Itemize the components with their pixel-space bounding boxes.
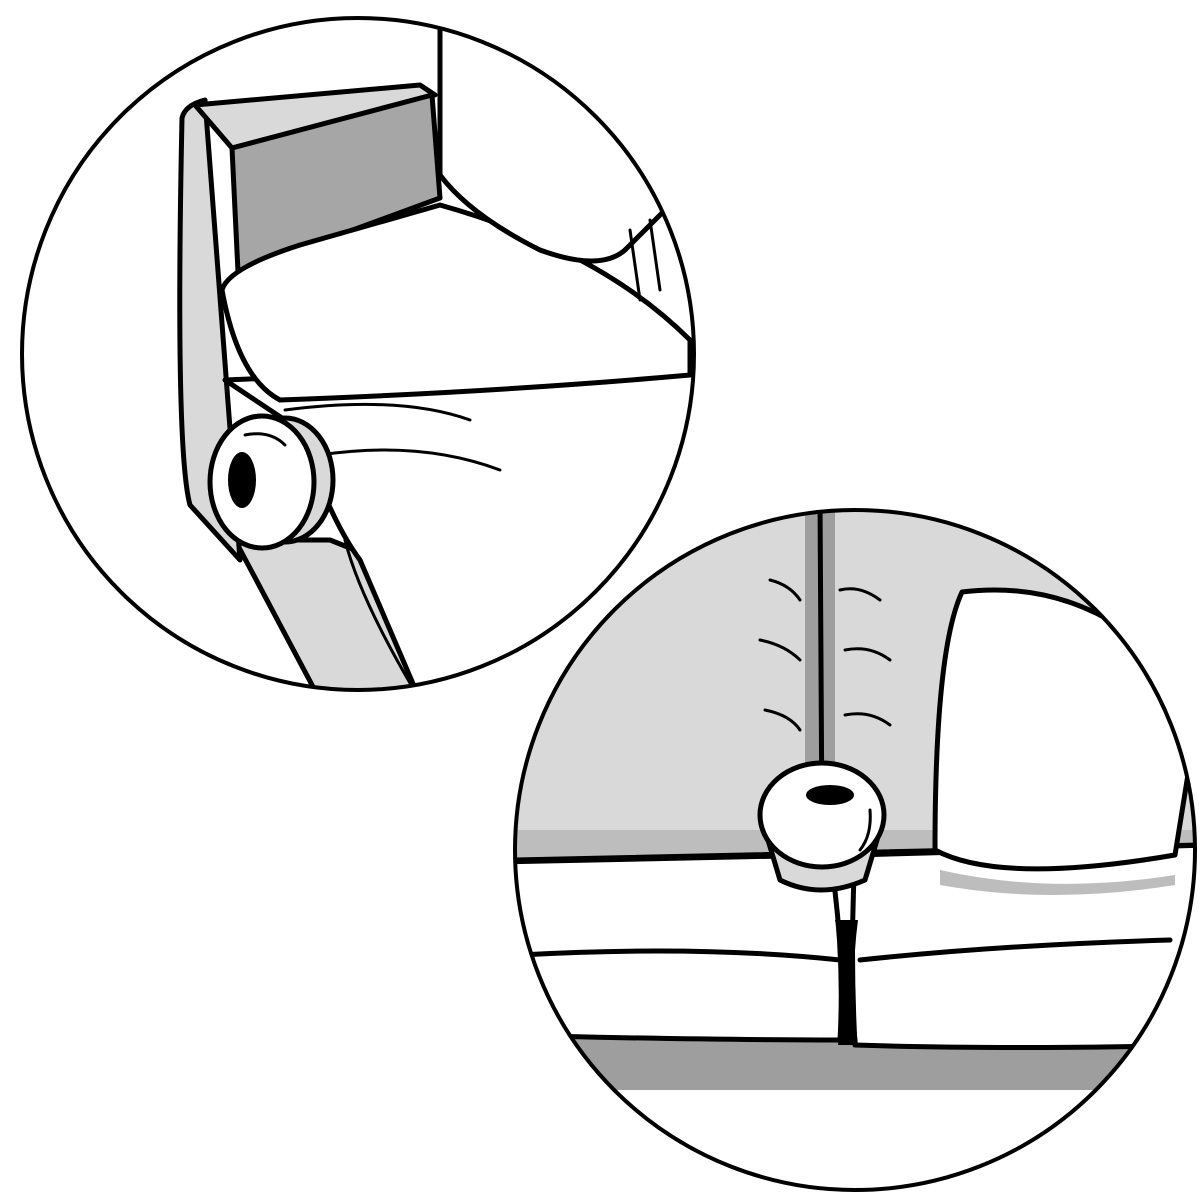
armchair-cushion bbox=[219, 202, 693, 403]
cushion-crack bbox=[835, 920, 858, 1045]
sofa-pillow bbox=[932, 587, 1195, 872]
knob-icon bbox=[757, 760, 887, 893]
armchair-panel bbox=[20, 16, 696, 692]
sofa-panel bbox=[513, 508, 1197, 1192]
armchair-arm-top bbox=[192, 82, 438, 151]
armchair-arm-inner bbox=[229, 92, 443, 275]
sofa-cushion-left bbox=[515, 852, 844, 1043]
knob-icon bbox=[207, 413, 336, 551]
